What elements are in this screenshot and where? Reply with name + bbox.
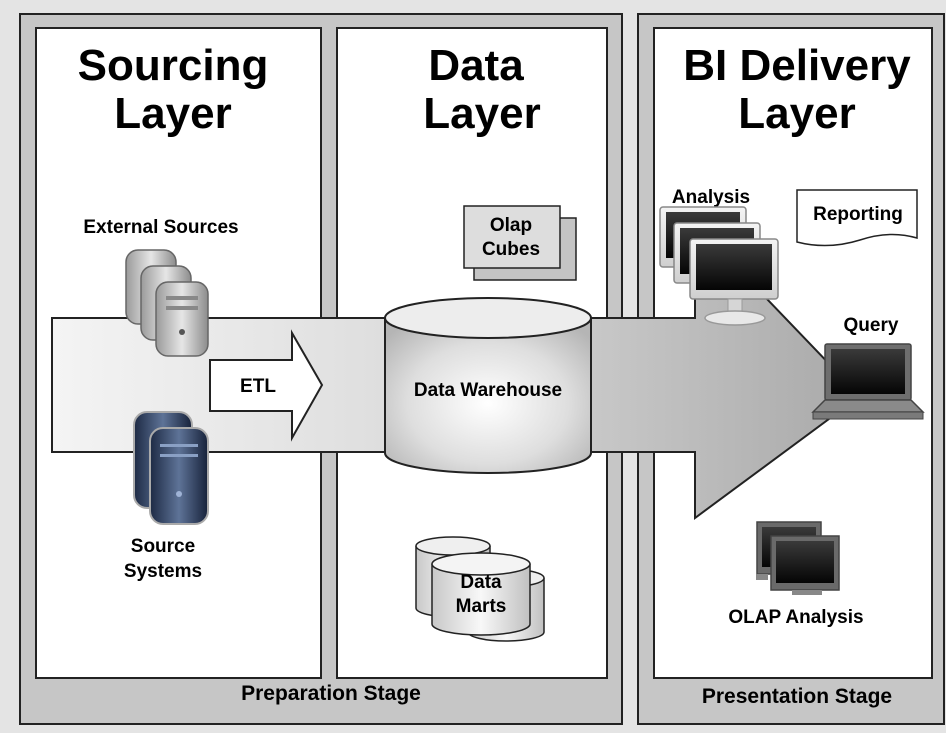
analysis-monitor-icon	[659, 206, 779, 326]
preparation-stage-label: Preparation Stage	[241, 682, 421, 705]
analysis-label: Analysis	[672, 187, 750, 208]
data-layer-title-line1: Data	[428, 41, 524, 90]
olap-analysis-label: OLAP Analysis	[728, 607, 863, 628]
sourcing-layer-title-line2: Layer	[114, 89, 231, 138]
etl-arrow	[209, 329, 324, 442]
query-laptop-icon	[811, 343, 925, 420]
data-layer-title-line2: Layer	[423, 89, 540, 138]
bi-delivery-layer-title-line1: BI Delivery	[683, 41, 911, 90]
data-marts-database-icon	[415, 536, 545, 642]
query-label: Query	[844, 315, 899, 336]
bi-delivery-layer-title-line2: Layer	[738, 89, 855, 138]
source-systems-label-line2: Systems	[124, 561, 202, 582]
external-sources-server-icon	[125, 249, 209, 357]
sourcing-layer-title-line1: Sourcing	[78, 41, 269, 90]
etl-label: ETL	[240, 376, 276, 397]
reporting-document-icon	[796, 189, 918, 247]
olap-cubes-label-line1: Olap	[490, 215, 532, 236]
presentation-stage-label: Presentation Stage	[702, 685, 892, 708]
source-systems-label-line1: Source	[131, 536, 195, 557]
external-sources-label: External Sources	[83, 217, 238, 238]
olap-analysis-monitor-icon	[756, 521, 840, 595]
data-warehouse-label: Data Warehouse	[414, 380, 562, 401]
olap-cubes-label-line2: Cubes	[482, 239, 540, 260]
data-warehouse-cylinder	[384, 297, 592, 474]
olap-cubes-icon	[463, 205, 577, 281]
reporting-label: Reporting	[813, 204, 903, 225]
source-systems-server-icon	[133, 411, 209, 525]
data-marts-label-line1: Data	[460, 572, 502, 593]
data-marts-label-line2: Marts	[456, 596, 507, 617]
